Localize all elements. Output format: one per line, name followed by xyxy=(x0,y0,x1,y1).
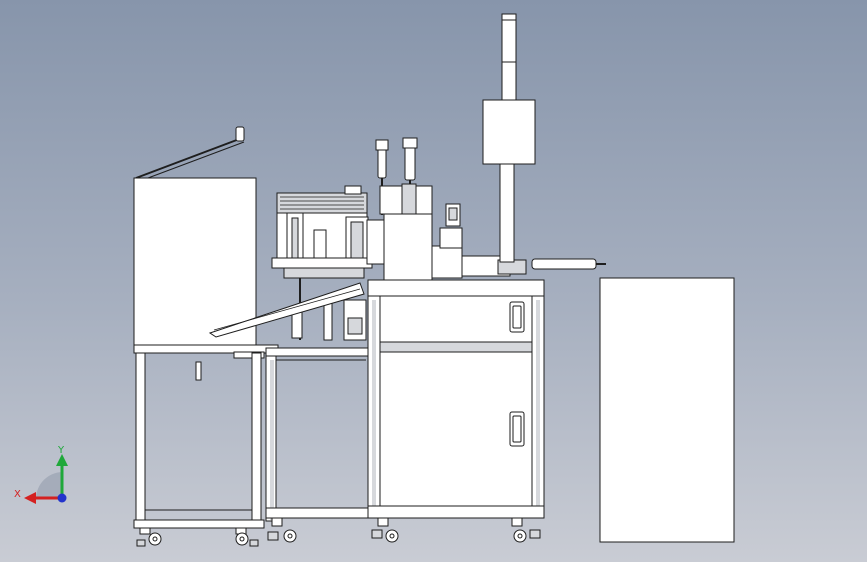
lid-arm xyxy=(135,137,243,179)
middle-frame xyxy=(265,347,373,543)
head-right-top xyxy=(439,227,463,249)
head-right-unit xyxy=(431,245,463,279)
table-base xyxy=(133,519,265,529)
caster-left-1 xyxy=(136,527,162,547)
upper-cabinet xyxy=(133,177,257,346)
x-axis-label: X xyxy=(14,489,21,500)
right-cabinet xyxy=(599,277,735,543)
caster-left-2 xyxy=(235,527,259,547)
left-station xyxy=(133,126,279,547)
processing-head xyxy=(366,183,606,281)
tower-column xyxy=(499,163,515,263)
main-cabinet xyxy=(367,279,545,543)
cylinder-1-cap xyxy=(375,139,389,151)
caster-middle-1 xyxy=(267,517,297,543)
cabinet-upper-drawer xyxy=(379,295,533,343)
lid-arm-inner xyxy=(139,141,245,182)
z-axis-dot xyxy=(57,493,67,503)
caster-cabinet-1 xyxy=(371,517,399,543)
cylinder-2-cap xyxy=(402,137,418,149)
tower-box xyxy=(482,99,536,165)
head-side-block xyxy=(366,219,385,265)
feeder-top-knob xyxy=(344,185,362,195)
cabinet-base xyxy=(367,505,545,519)
signal-tower xyxy=(482,13,536,263)
cabinet-lower-door xyxy=(379,351,533,507)
lid-handle xyxy=(235,126,245,142)
caster-cabinet-2 xyxy=(511,517,541,543)
feeder-guide xyxy=(283,267,365,279)
feed-chute xyxy=(208,282,365,338)
table-control-panel xyxy=(233,351,265,359)
head-body xyxy=(383,213,433,281)
table-sensor xyxy=(195,361,202,381)
y-axis-label: Y xyxy=(57,445,65,456)
